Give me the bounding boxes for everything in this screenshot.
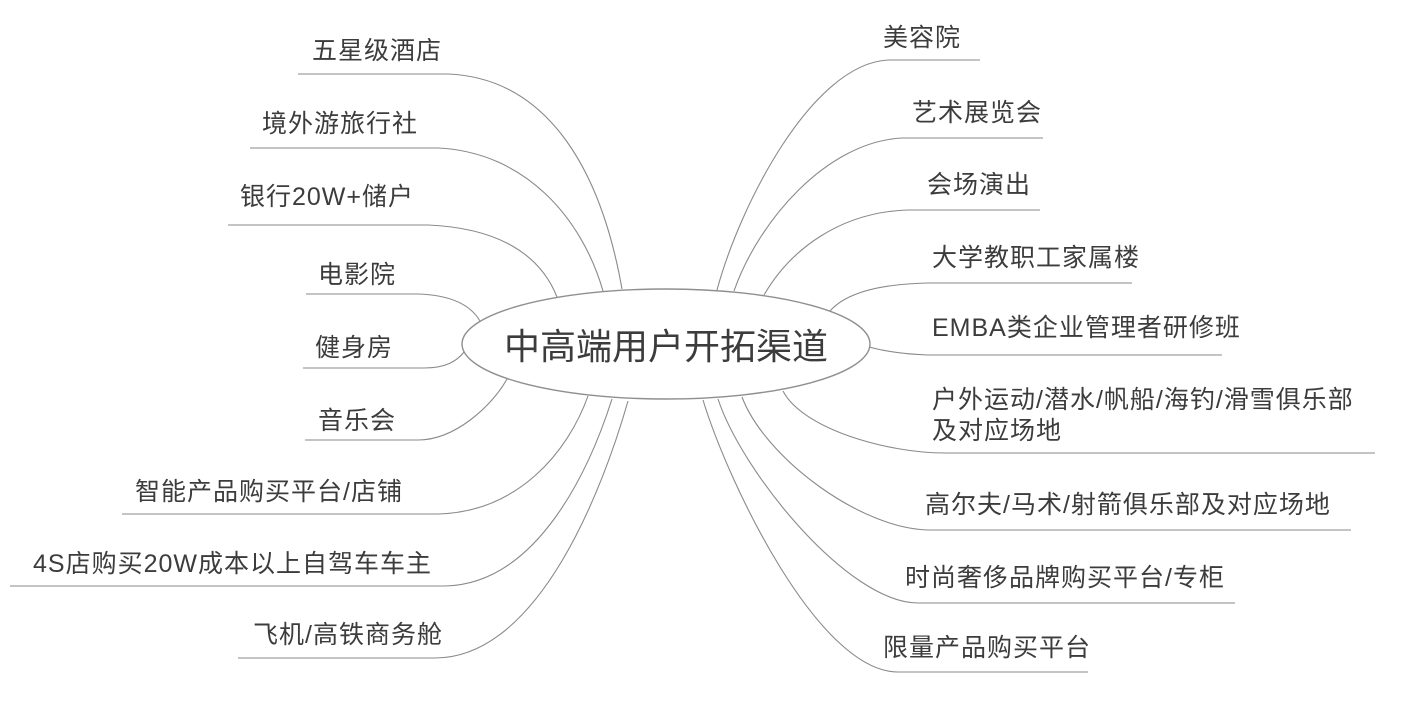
branch-curve-left-4 [303, 351, 465, 369]
branch-curve-right-1 [733, 137, 1043, 292]
branch-curve-right-7 [717, 398, 1235, 604]
branch-label-golf-clubs[interactable]: 高尔夫/马术/射箭俱乐部及对应场地 [925, 491, 1331, 519]
branch-label-gym[interactable]: 健身房 [315, 334, 394, 362]
branch-curve-left-7 [10, 398, 613, 587]
branch-label-4s-car-owners[interactable]: 4S店购买20W成本以上自驾车车主 [33, 550, 432, 578]
branch-curve-right-2 [763, 209, 1040, 296]
root-node-label[interactable]: 中高端用户开拓渠道 [503, 327, 829, 367]
branch-label-concert[interactable]: 音乐会 [318, 407, 397, 435]
branch-label-outdoor-sports-clubs[interactable]: 户外运动/潜水/帆船/海钓/滑雪俱乐部 及对应场地 [932, 386, 1354, 445]
branch-curve-right-4 [868, 346, 1222, 356]
branch-curve-right-6 [741, 396, 1351, 531]
branch-label-five-star-hotel[interactable]: 五星级酒店 [312, 37, 443, 65]
branch-curves [10, 59, 1375, 673]
branch-curve-right-3 [829, 282, 1132, 312]
branch-curve-left-0 [298, 73, 623, 290]
branch-label-business-class[interactable]: 飞机/高铁商务舱 [253, 621, 443, 649]
branch-curve-left-1 [250, 147, 604, 292]
branch-curve-left-2 [228, 224, 558, 298]
branch-label-cinema[interactable]: 电影院 [318, 261, 397, 289]
branch-curve-right-0 [716, 59, 980, 291]
branch-curve-left-8 [238, 400, 629, 659]
branch-curve-left-3 [306, 293, 481, 322]
branch-curve-left-6 [122, 395, 589, 515]
branch-label-beauty-salon[interactable]: 美容院 [883, 24, 962, 52]
branch-label-venue-performance[interactable]: 会场演出 [927, 171, 1032, 199]
branch-curve-left-5 [305, 378, 508, 441]
branch-label-luxury-brand-counters[interactable]: 时尚奢侈品牌购买平台/专柜 [905, 564, 1225, 592]
branch-label-emba-classes[interactable]: EMBA类企业管理者研修班 [932, 314, 1241, 342]
branch-curve-right-8 [702, 399, 1088, 673]
branch-label-university-faculty[interactable]: 大学教职工家属楼 [932, 244, 1141, 272]
branch-label-limited-products[interactable]: 限量产品购买平台 [883, 634, 1092, 662]
branch-label-smart-product-stores[interactable]: 智能产品购买平台/店铺 [135, 478, 403, 506]
branch-label-art-exhibition[interactable]: 艺术展览会 [912, 99, 1043, 127]
branch-curve-right-5 [782, 390, 1375, 454]
root-node-ellipse[interactable] [461, 288, 871, 400]
branch-label-bank-depositors[interactable]: 银行20W+储户 [240, 183, 415, 211]
branch-label-overseas-travel[interactable]: 境外游旅行社 [262, 110, 419, 138]
